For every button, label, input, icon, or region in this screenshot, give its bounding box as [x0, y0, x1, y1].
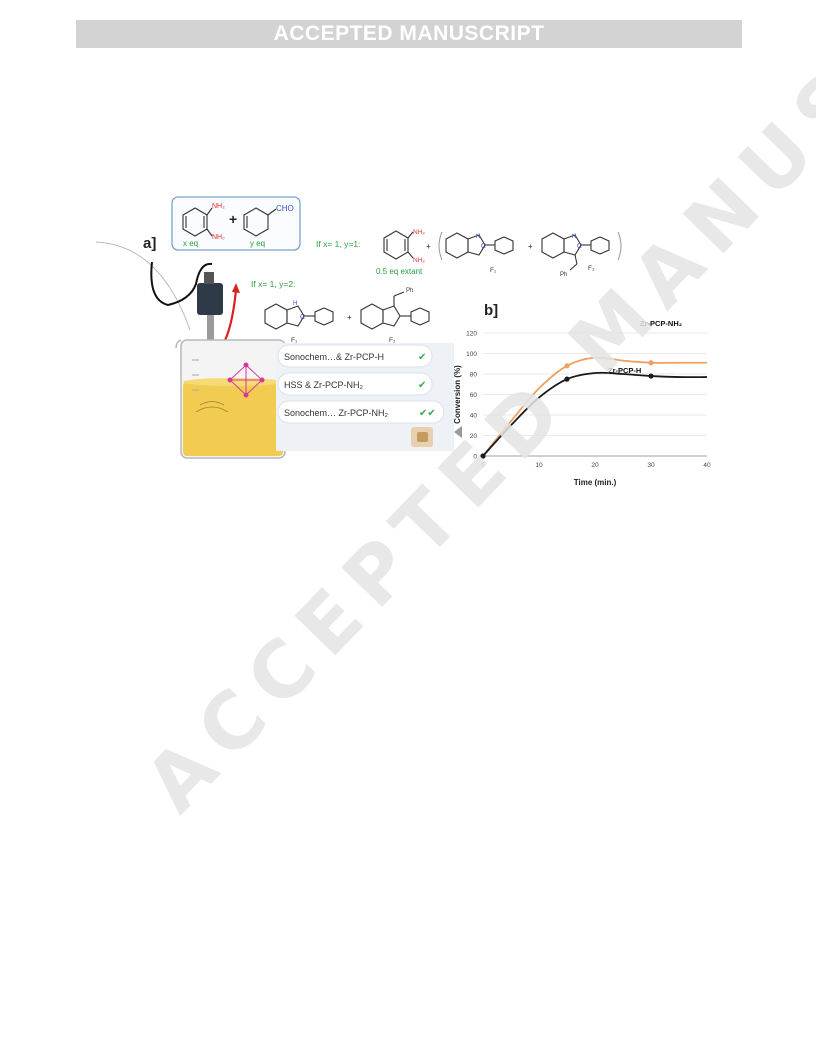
- x-tick-label: 20: [591, 462, 599, 469]
- benzimidazole-f2-c2-icon: [360, 291, 430, 330]
- amine-label-top: NH₂: [212, 203, 225, 210]
- plus-sign-c1a: +: [426, 242, 431, 251]
- bracket-left: [438, 231, 443, 261]
- aldehyde-label: CHO: [276, 204, 294, 213]
- x-axis-title: Time (min.): [574, 478, 617, 487]
- x-eq-label: x eq: [183, 239, 198, 248]
- check-icon-2: ✔: [418, 380, 426, 391]
- leader-line: [95, 241, 191, 331]
- option-row-3: [277, 400, 445, 424]
- data-point: [564, 363, 570, 369]
- series-line-1: [482, 356, 707, 457]
- option-row-2: [277, 372, 433, 396]
- check-icon-1: ✔: [418, 352, 426, 363]
- thumbs-up-icon: [411, 427, 433, 447]
- series-label-2: Zr-PCP-H: [608, 366, 641, 375]
- benzimidazole-f2-icon: [541, 232, 610, 271]
- x-tick-label: 0: [481, 462, 485, 469]
- f1-label-c2: F₁: [291, 337, 298, 344]
- red-arrow-icon: [221, 289, 238, 347]
- h-label: H: [293, 301, 297, 307]
- ph-label: Ph: [560, 272, 567, 278]
- plus-sign-c2: +: [347, 313, 352, 322]
- f2-label: F₂: [588, 265, 595, 272]
- accepted-manuscript-banner: ACCEPTED MANUSCRIPT: [76, 20, 742, 48]
- n-label: N: [476, 234, 480, 240]
- series-line-2: [482, 371, 708, 457]
- diamine-ring-icon: [182, 207, 213, 237]
- option-1-label: Sonochem…& Zr-PCP-H: [284, 352, 384, 362]
- data-point: [564, 376, 570, 382]
- f1-label: F₁: [490, 267, 497, 274]
- bracket-right: [617, 231, 622, 261]
- double-check-icon: ✔✔: [419, 408, 436, 419]
- condition-1-label: If x= 1, y=1:: [316, 239, 360, 249]
- benzimidazole-f1-icon: [445, 232, 514, 259]
- condition-2-label: If x= 1, y=2:: [251, 279, 295, 289]
- ultrasonic-probe-head: [197, 283, 223, 315]
- panel-a-label: a]: [143, 235, 156, 252]
- y-tick-label: 60: [470, 392, 478, 399]
- c-label-f2: C: [577, 243, 582, 250]
- unreacted-diamine-icon: [383, 230, 414, 260]
- c-label-c2: C: [300, 314, 305, 321]
- y-tick-label: 40: [470, 413, 478, 420]
- x-tick-label: 40: [703, 462, 711, 469]
- data-point: [480, 453, 486, 459]
- series-label-1: Zr-PCP-NH₂: [640, 319, 682, 328]
- plus-sign: +: [229, 211, 237, 227]
- option-2-label: HSS & Zr-PCP-NH₂: [284, 380, 364, 390]
- amine-label-bottom: NH₂: [212, 234, 225, 241]
- amine-label-c1-bottom: NH₂: [413, 257, 425, 264]
- x-tick-label: 10: [535, 462, 543, 469]
- panel-b-label: b]: [484, 302, 498, 319]
- arrow-left-icon: [454, 426, 462, 438]
- y-axis-title: Conversion (%): [453, 365, 462, 424]
- aldehyde-ring-icon: [243, 207, 277, 237]
- benzimidazole-f1-c2-icon: [264, 303, 334, 330]
- probe-knob: [204, 272, 214, 284]
- data-point: [648, 360, 654, 366]
- mof-cluster-icon: [227, 362, 265, 398]
- y-tick-label: 0: [473, 454, 477, 461]
- y-eq-label: y eq: [250, 239, 265, 248]
- probe-cable: [150, 261, 213, 307]
- option-3-label: Sonochem… Zr-PCP-NH₂: [284, 408, 389, 418]
- y-tick-label: 120: [466, 331, 477, 338]
- x-tick-label: 30: [647, 462, 655, 469]
- c-label: C: [481, 243, 486, 250]
- data-point: [648, 373, 654, 379]
- arrow-head-icon: [232, 283, 240, 293]
- extant-label: 0.5 eq extant: [376, 267, 423, 276]
- ph-label-c2: Ph: [406, 288, 413, 294]
- f2-label-c2: F₂: [389, 337, 396, 344]
- plus-sign-c1b: +: [528, 242, 533, 251]
- reactant-box: NH₂ NH₂ + CHO x eq y eq: [171, 196, 301, 251]
- option-row-1: [277, 344, 433, 368]
- beaker-icon: [175, 339, 286, 459]
- n-label-f2: N: [572, 234, 576, 240]
- y-tick-label: 100: [466, 351, 477, 358]
- y-tick-label: 80: [470, 372, 478, 379]
- y-tick-label: 20: [470, 433, 478, 440]
- amine-label-c1-top: NH₂: [413, 229, 425, 236]
